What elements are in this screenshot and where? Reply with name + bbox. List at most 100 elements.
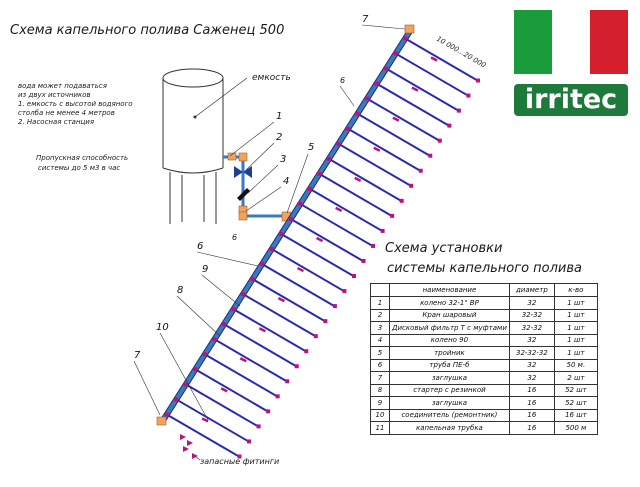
drip-lateral: [233, 308, 307, 353]
table-cell: 32: [508, 371, 555, 385]
table-cell: 1 шт: [553, 333, 598, 347]
table-cell: колено 32-1" ВР: [389, 296, 510, 310]
callout-8: 8: [177, 285, 183, 296]
drip-lateral: [337, 142, 412, 187]
drip-lateral: [309, 188, 383, 232]
drip-lateral: [290, 218, 364, 262]
table-cell: 9: [370, 396, 390, 410]
repair-connector: [258, 327, 266, 333]
callout-9: 9: [202, 264, 208, 275]
drip-lateral: [347, 127, 421, 172]
table-cell: Кран шаровый: [389, 308, 510, 322]
flag-stripe: [552, 10, 590, 74]
end-plug: [404, 24, 415, 34]
repair-connector: [239, 357, 247, 363]
table-cell: 5: [370, 346, 390, 360]
drip-lateral: [385, 67, 459, 112]
lateral-end-plug: [399, 198, 404, 203]
table-cell: 50 м.: [553, 358, 598, 372]
lateral-end-plug: [237, 454, 242, 459]
table-cell: 3: [370, 321, 390, 335]
table-cell: 32-32: [508, 308, 555, 322]
drip-lateral: [166, 413, 240, 458]
starter-fitting: [231, 307, 236, 312]
starter-fitting: [164, 412, 169, 417]
main-pipe: [160, 29, 412, 424]
lateral-end-plug: [361, 258, 366, 263]
drip-lateral: [194, 368, 269, 413]
repair-connector: [316, 236, 324, 243]
table-cell: заглушка: [389, 396, 510, 410]
elbow-fitting: [227, 152, 237, 161]
flag-stripe: [590, 10, 628, 74]
repair-connector: [201, 417, 209, 423]
table-cell: 10: [370, 408, 390, 422]
starter-fitting: [174, 397, 179, 402]
starter-fitting: [355, 111, 360, 116]
spec-title-line2: системы капельного полива: [387, 261, 582, 276]
lateral-end-plug: [437, 138, 442, 143]
repair-connector: [277, 297, 285, 303]
lateral-end-plug: [418, 168, 423, 173]
lateral-end-plug: [390, 213, 395, 218]
elbow-fitting: [238, 211, 248, 221]
starter-fitting: [403, 36, 408, 41]
lateral-end-plug: [342, 289, 347, 294]
lateral-end-plug: [351, 274, 356, 279]
drip-lateral: [404, 37, 478, 82]
starter-fitting: [326, 156, 331, 161]
table-cell: 1 шт: [553, 321, 598, 335]
lateral-end-plug: [294, 364, 299, 369]
table-cell: соединитель (ремонтник): [389, 408, 510, 422]
col-number: [370, 283, 390, 297]
table-cell: 8: [370, 383, 390, 397]
starter-fitting: [193, 367, 198, 372]
callout-6: 6: [232, 233, 237, 242]
lateral-end-plug: [256, 424, 261, 429]
table-cell: 7: [370, 371, 390, 385]
table-cell: 16: [508, 408, 555, 422]
spare-fittings-label: запасные фитинги: [200, 457, 279, 466]
drip-lateral: [204, 353, 278, 398]
drip-lateral: [318, 173, 393, 217]
repair-connector: [392, 116, 400, 122]
callout-7: 7: [134, 350, 141, 361]
table-cell: тройник: [389, 346, 510, 360]
starter-fitting: [307, 186, 312, 191]
starter-fitting: [365, 96, 370, 101]
lateral-end-plug: [313, 334, 318, 339]
lateral-end-plug: [475, 78, 480, 83]
drip-lateral: [175, 398, 250, 443]
note-line: столба не менее 4 метров: [18, 109, 115, 117]
lateral-end-plug: [428, 153, 433, 158]
table-cell: 16: [508, 421, 555, 435]
starter-fitting: [260, 262, 265, 267]
lateral-end-plug: [304, 349, 309, 354]
repair-connector: [220, 387, 228, 393]
callout-6: 6: [197, 241, 203, 252]
spare-fittings: [180, 434, 201, 461]
table-cell: 11: [370, 421, 390, 435]
ball-valve-icon: [234, 166, 252, 178]
italian-flag-icon: [514, 10, 628, 74]
starter-fitting: [298, 201, 303, 206]
table-cell: 1 шт: [553, 346, 598, 360]
repair-connector: [296, 266, 305, 273]
end-plug: [156, 416, 167, 426]
drip-lateral: [366, 97, 440, 142]
table-cell: Дисковый фильтр Т с муфтами: [389, 321, 510, 335]
starter-fitting: [317, 171, 322, 176]
table-cell: 4: [370, 333, 390, 347]
tank-label: емкость: [252, 73, 291, 83]
callout-2: 2: [276, 132, 282, 143]
drip-lateral: [252, 278, 326, 322]
starter-fitting: [222, 322, 226, 327]
starter-fitting: [393, 51, 398, 56]
repair-connector: [354, 176, 362, 182]
callout-3: 3: [280, 154, 286, 165]
table-cell: 1: [370, 296, 390, 310]
table-cell: 16: [508, 396, 555, 410]
